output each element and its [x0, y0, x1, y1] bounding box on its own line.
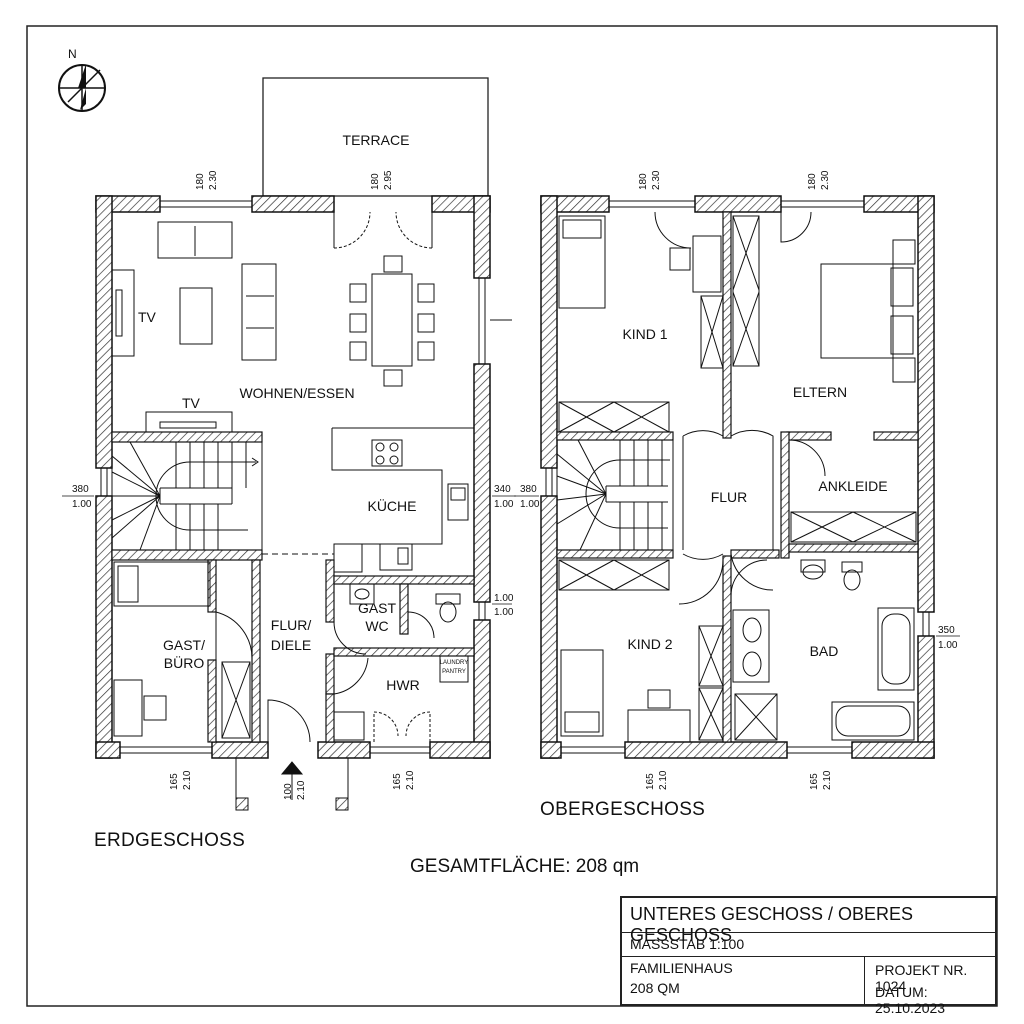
- ground-floor-title: ERDGESCHOSS: [94, 830, 246, 851]
- room-dressing: ANKLEIDE: [818, 478, 887, 494]
- upper-floor-plan: KIND 1 ELTERN FLUR ANKLEIDE KIND 2 BAD 1…: [514, 170, 960, 790]
- parents-furniture: [732, 215, 916, 383]
- room-hall-l2: DIELE: [271, 637, 311, 653]
- kitchen-counters: [262, 427, 475, 573]
- laundry-label-l2: PANTRY: [442, 669, 466, 675]
- dim-gf-bottom-right-1: 165: [392, 773, 403, 790]
- room-tv-bottom: TV: [182, 395, 201, 411]
- room-guest-wc-l2: WC: [365, 618, 388, 634]
- upper-outer-walls: [540, 195, 935, 759]
- dim-gf-entrance-1: 100: [283, 783, 294, 800]
- north-label: N: [68, 47, 77, 61]
- dim-uf-bottom-right-2: 2.10: [822, 770, 833, 790]
- dim-gf-top-door-1: 180: [370, 173, 381, 190]
- room-kid2: KIND 2: [627, 636, 672, 652]
- north-arrow-icon: N: [58, 47, 106, 112]
- title-block-heading: UNTERES GESCHOSS / OBERES GESCHOSS: [630, 904, 914, 945]
- title-block-date: DATUM: 25.10.2023: [875, 984, 946, 1016]
- total-area: GESAMTFLÄCHE: 208 qm: [410, 856, 640, 877]
- upper-dimension-tick: [514, 495, 960, 637]
- guest-wc-fixtures: [333, 583, 461, 655]
- title-block-area: 208 QM: [630, 980, 680, 996]
- dim-gf-top-left-2: 2.30: [208, 170, 219, 190]
- upper-staircase: [556, 439, 674, 551]
- dim-uf-left-1: 380: [520, 484, 537, 495]
- dim-uf-top-left-2: 2.30: [651, 170, 662, 190]
- title-block-scale: MASSSTAB 1:100: [630, 936, 745, 952]
- dim-gf-top-door-2: 2.95: [383, 170, 394, 190]
- utility-fixtures: [333, 655, 469, 742]
- dim-uf-right-1: 350: [938, 625, 955, 636]
- terrace-label: TERRACE: [343, 132, 410, 148]
- terrace-outline: [262, 77, 489, 197]
- room-tv-left: TV: [138, 309, 157, 325]
- upper-windows: [545, 200, 930, 754]
- upper-interior-walls: [556, 211, 919, 743]
- room-utility: HWR: [386, 677, 419, 693]
- dim-uf-top-right-1: 180: [807, 173, 818, 190]
- dim-gf-wc-2: 1.00: [494, 607, 514, 618]
- room-guest-office-l2: BÜRO: [164, 654, 205, 671]
- room-living-dining: WOHNEN/ESSEN: [239, 385, 354, 401]
- dim-gf-entrance-2: 2.10: [296, 780, 307, 800]
- dressing-furniture: [788, 439, 917, 543]
- room-kid1: KIND 1: [622, 326, 667, 342]
- room-parents: ELTERN: [793, 384, 847, 400]
- dim-uf-bottom-right-1: 165: [809, 773, 820, 790]
- laundry-label-l1: LAUNDRY: [440, 660, 469, 666]
- upper-floor-title: OBERGESCHOSS: [540, 799, 706, 820]
- dim-uf-bottom-left-1: 165: [645, 773, 656, 790]
- dim-gf-wc-1: 1.00: [494, 593, 514, 604]
- room-hall-l1: FLUR/: [271, 617, 312, 633]
- terrace-door: [333, 211, 512, 321]
- dim-gf-bottom-right-2: 2.10: [405, 770, 416, 790]
- dim-uf-left-2: 1.00: [520, 499, 540, 510]
- ground-outer-walls: [95, 195, 491, 759]
- dim-uf-bottom-left-2: 2.10: [658, 770, 669, 790]
- room-guest-wc-l1: GAST: [358, 600, 397, 616]
- entrance: [235, 699, 349, 811]
- dim-gf-left-2: 1.00: [72, 499, 92, 510]
- dim-gf-bottom-left-2: 2.10: [182, 770, 193, 790]
- sheet-border: [26, 25, 998, 1007]
- guest-office-furniture: [113, 561, 253, 739]
- ground-dimension-tick: [62, 495, 516, 605]
- dim-gf-top-left-1: 180: [195, 173, 206, 190]
- bath-fixtures: [732, 559, 915, 741]
- upper-hall-doors: [654, 211, 812, 597]
- dim-gf-left-1: 380: [72, 484, 89, 495]
- living-furniture: [111, 221, 435, 433]
- dim-uf-top-right-2: 2.30: [820, 170, 831, 190]
- room-guest-office-l1: GAST/: [163, 637, 205, 653]
- dim-gf-bottom-left-1: 165: [169, 773, 180, 790]
- ground-floor-plan: TERRACE: [62, 77, 516, 811]
- room-upper-hall: FLUR: [711, 489, 748, 505]
- title-block-project-cell: PROJEKT NR. 1024 DATUM: 25.10.2023: [864, 956, 998, 1016]
- ground-staircase: [111, 441, 263, 551]
- title-block-heading-row: UNTERES GESCHOSS / OBERES GESCHOSS: [622, 898, 995, 945]
- kid1-furniture: [558, 215, 724, 433]
- dim-gf-right-2: 1.00: [494, 499, 514, 510]
- kid2-furniture: [558, 559, 724, 743]
- title-block: UNTERES GESCHOSS / OBERES GESCHOSS MASSS…: [620, 896, 998, 1016]
- title-block-project-name: FAMILIENHAUS: [630, 960, 733, 976]
- title-block-scale-row: MASSSTAB 1:100: [622, 932, 995, 957]
- room-bath: BAD: [810, 643, 839, 659]
- title-block-project-number: PROJEKT NR. 1024: [875, 962, 968, 994]
- ground-interior-walls: [111, 431, 475, 743]
- dim-uf-top-left-1: 180: [638, 173, 649, 190]
- room-kitchen: KÜCHE: [367, 497, 416, 514]
- ground-windows: [100, 200, 486, 754]
- dim-uf-right-2: 1.00: [938, 640, 958, 651]
- dim-gf-right-1: 340: [494, 484, 511, 495]
